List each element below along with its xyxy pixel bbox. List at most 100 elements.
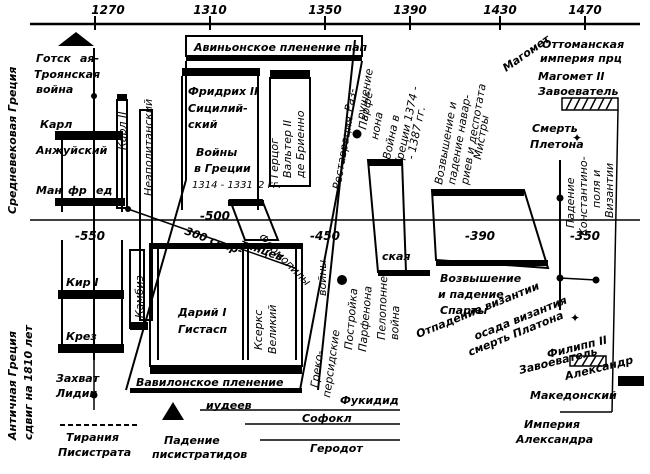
label-peloponnes-2: ская [382,250,410,263]
mid-year-label: -450 [310,229,340,243]
label-xerxes: Ксеркс [252,310,265,350]
wars-bar [228,200,264,206]
label-wars: Войны [196,146,237,159]
label-construction: Постройка [342,287,360,350]
label-conqueror: Завоеватель [538,85,618,98]
label-great: Великий [266,305,279,354]
event-dot [352,129,362,139]
label-cambyses: Камбиз [133,275,146,318]
label-in-greece: в Греции [194,162,251,175]
label-greco: Греко- [308,350,326,389]
label-fall-3: поля и [590,170,603,208]
top-year-label: 1270 [91,3,124,17]
label-croesus: Крез [66,330,97,343]
alexander-bar [618,376,644,386]
label-walter: Вальтер II [281,120,294,178]
label-fall-1: Падение [564,177,577,228]
top-year-label: 1390 [393,3,426,17]
label-300-spartans-1: 300 спар- [183,225,245,258]
label-pisistratids: писистратидов [152,448,247,461]
label-sicilian-1: Сицилий- [188,102,248,115]
label-plethon-death-1: Смерть [532,122,578,135]
top-year-label: 1470 [568,3,601,17]
label-ottoman: Оттоманская [542,38,624,51]
label-mehmed-ii: Магомет II [538,70,605,83]
label-capture: Захват [56,372,100,385]
label-empire: Империя [524,418,580,431]
label-gothic: Готск [36,52,71,65]
label-sparta: Спарты [440,304,487,317]
mid-year-label: -550 [75,229,105,243]
frederick-bar [182,68,260,76]
label-war: война [36,83,73,96]
label-ottoman-empire: империя прц [540,52,622,65]
label-alexanders: Александра [515,433,593,446]
label-plethon-death-2: Плетона [530,138,584,151]
label-sophocles: Софокл [302,412,352,425]
label-pisistratus: Писистрата [58,446,131,459]
mid-year-label: -500 [200,209,230,223]
label-wars-years: 1314 - 1331 [192,180,253,191]
label-cyrus: Кир I [66,276,99,289]
label-charles-ii: Карл II [116,111,129,150]
event-dot [556,194,564,202]
label-destruction-1: Раз- [342,87,359,112]
side-labels: Средневековая Греция Античная Греция сдв… [6,67,35,441]
label-sparta-fall: и падение [438,288,504,301]
label-manfred-1: Ман [36,184,62,197]
plethon-death-marker: ✦ [572,131,582,145]
label-babylonian: Вавилонское пленение [136,376,284,389]
top-year-label: 1430 [483,3,516,17]
middle-axis: -550 -500 -450 -390 -350 [30,209,640,243]
label-wars: войны [316,259,329,296]
top-year-label: 1310 [193,3,226,17]
event-dot [337,275,347,285]
event-dot [91,93,97,99]
mid-year-label: -350 [570,229,600,243]
label-fall-4: Византии [603,163,616,218]
charles-anjou-bar [55,131,123,140]
label-charles: Карл [40,118,72,131]
label-frederick: Фридрих II [188,85,258,98]
label-thermopylae: Фермопилы [256,231,314,289]
label-lydia: Лидии [55,387,97,400]
ottoman-line [611,109,619,413]
label-avignon-papal: Авиньонское пленение пап [193,41,368,54]
slanted-line [299,60,363,391]
label-gothic-suffix: ая- [80,52,99,65]
label-wars-2: 2 гг. [258,180,281,191]
label-macedonian: Македонский [530,389,617,402]
war-1374-bar [368,160,402,166]
connector [559,277,597,281]
slanted-line [317,39,356,391]
label-brienne: де Бриенно [294,110,307,179]
label-fall-2: Константино- [577,156,590,236]
manfred-bar [55,198,125,206]
croesus-bar [58,344,124,353]
column-cap [130,322,148,330]
label-sparta-rise: Возвышение [440,272,522,285]
top-axis: 1270 1310 1350 1390 1430 1470 [30,3,640,30]
plato-death-marker: ✦ [570,311,580,325]
pisistratids-triangle [162,402,184,420]
label-darius: Дарий I [177,306,226,319]
walter-bar [270,70,310,78]
label-hystaspes: Гистасп [178,323,228,336]
structure: ✦ ✦ [55,32,644,441]
label-neapolitan: Неаполитанский [142,99,155,196]
navarre-bar [432,190,524,196]
label-anjou: Анжуйский [35,144,108,157]
label-restoration: Реставрация [330,115,356,191]
label-duke: Герцог [268,138,281,178]
babylon-bar [130,388,302,393]
label-trojan: Троянская [34,68,100,81]
column-cap [117,94,127,101]
mid-year-label: -390 [465,229,495,243]
peloponnesian-bar [378,270,430,276]
label-herodotus: Геродот [310,442,363,455]
cyrus-bar [58,290,124,299]
label-manfred-2: фр [68,184,87,197]
label-parthenon-2: нона [368,111,386,141]
